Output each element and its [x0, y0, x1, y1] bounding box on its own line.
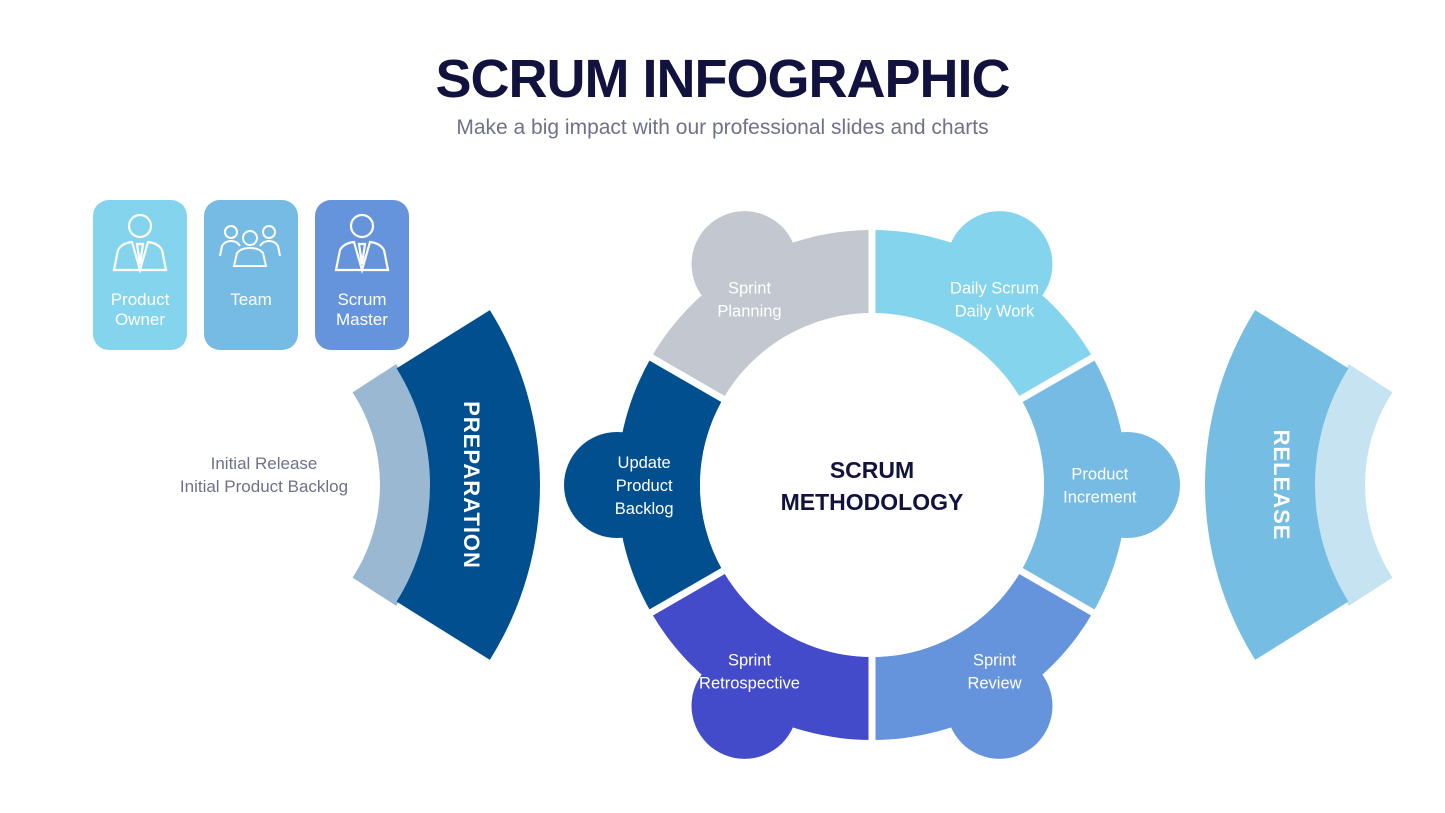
segment-label: Sprint [973, 652, 1017, 670]
segment-divider [597, 566, 727, 646]
segment-shape [1020, 357, 1127, 613]
segment-label: Increment [1063, 489, 1137, 507]
segment-bump [946, 652, 1053, 759]
segment-label: Daily Scrum [950, 279, 1039, 297]
preparation-shadow-arc [352, 364, 432, 606]
role-label: Scrum [337, 290, 387, 309]
segment-divider [1017, 566, 1147, 646]
preparation-note: Initial Release Initial Product Backlog [150, 452, 378, 498]
group-icon [219, 225, 281, 267]
cycle-segment [651, 211, 872, 399]
segment-shape [872, 571, 1093, 740]
segment-shape [617, 357, 724, 613]
page-subtitle: Make a big impact with our professional … [456, 116, 989, 139]
segment-divider [1017, 324, 1147, 404]
note-line: Initial Product Backlog [179, 477, 349, 496]
preparation-arc [396, 310, 540, 660]
cycle-segment [564, 357, 724, 613]
segment-divider [597, 324, 727, 404]
segment-bump [1074, 432, 1180, 538]
role-label: Owner [114, 310, 166, 329]
segment-shape [651, 230, 872, 399]
release-arc [1204, 310, 1349, 660]
center-title: METHODOLOGY [781, 489, 964, 515]
page-title: SCRUM INFOGRAPHIC [435, 49, 1011, 109]
segment-bump [691, 652, 798, 759]
role-label: Team [230, 290, 272, 309]
person-icon [334, 213, 390, 275]
segment-label: Sprint [728, 652, 772, 670]
segment-label: Sprint [728, 279, 772, 297]
role-label: Product [110, 290, 170, 309]
cycle-segment [1020, 357, 1180, 613]
segment-shape [651, 571, 872, 740]
segment-label: Product [616, 477, 673, 495]
center-title: SCRUM [830, 457, 914, 483]
cycle-segment [872, 571, 1093, 759]
segment-label: Daily Work [955, 302, 1035, 320]
segment-bump [691, 211, 798, 318]
preparation-label: PREPARATION [459, 401, 484, 569]
segment-bump [564, 432, 670, 538]
note-line: Initial Release [210, 454, 318, 473]
release-shadow-arc [1313, 364, 1393, 606]
release-label: RELEASE [1269, 430, 1294, 541]
center-circle [700, 313, 1044, 657]
segment-label: Review [967, 675, 1021, 693]
segment-shape [872, 230, 1093, 399]
segment-label: Update [618, 454, 671, 472]
segment-label: Retrospective [699, 675, 800, 693]
person-icon [112, 213, 168, 275]
role-label: Master [336, 310, 388, 329]
segment-bump [946, 211, 1053, 318]
cycle-segment [651, 571, 872, 759]
cycle-segment [872, 211, 1093, 399]
role-card-team: Team [204, 200, 298, 350]
segment-label: Product [1071, 466, 1128, 484]
segment-label: Backlog [615, 500, 674, 518]
segment-label: Planning [717, 302, 781, 320]
